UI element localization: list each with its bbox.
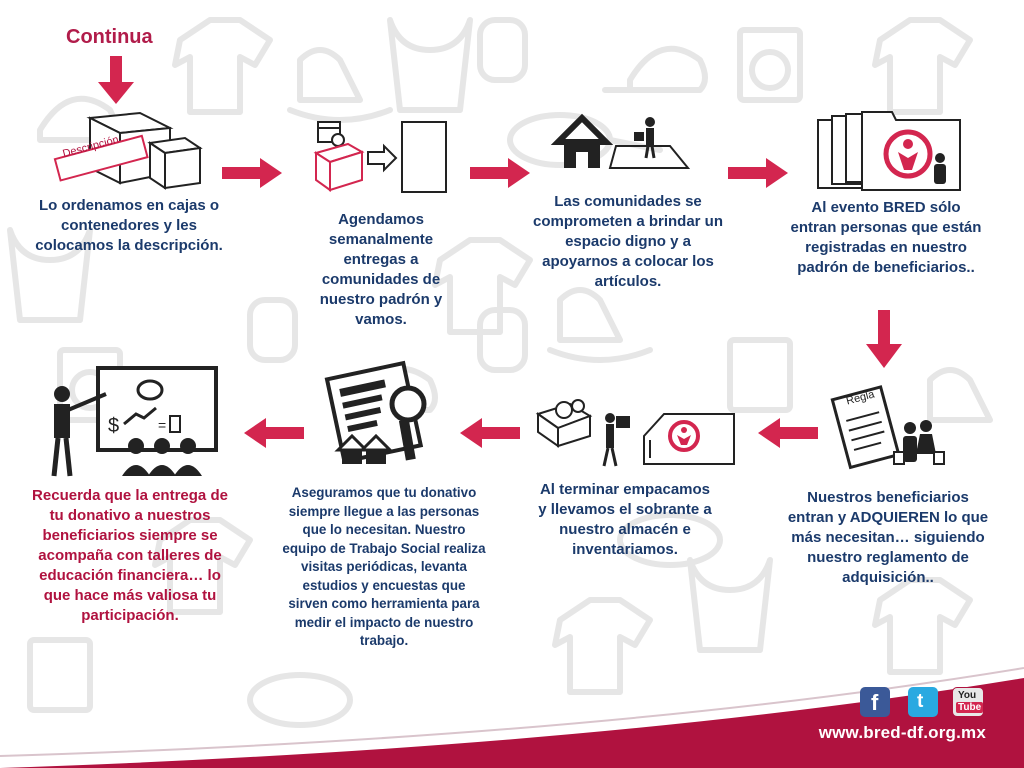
youtube-tube-label: Tube bbox=[956, 702, 984, 713]
down-arrow-icon bbox=[866, 310, 902, 368]
step-3-text: Las comunidades se comprometen a brindar… bbox=[532, 193, 724, 290]
rules-family-icon bbox=[830, 385, 945, 470]
twitter-icon[interactable]: t bbox=[908, 687, 938, 717]
step-5-text: Nuestros beneficiarios entran y ADQUIERE… bbox=[787, 489, 989, 586]
left-arrow-icon bbox=[460, 418, 520, 448]
step-8-text: Recuerda que la entrega de tu donativo a… bbox=[32, 487, 228, 624]
right-arrow-icon bbox=[470, 158, 530, 188]
right-arrow-icon bbox=[222, 158, 282, 188]
page-title: Continua bbox=[66, 26, 153, 48]
step-7-text: Aseguramos que tu donativo siempre llegu… bbox=[282, 485, 486, 648]
financial-workshop-icon: $ = bbox=[51, 366, 218, 477]
left-arrow-icon bbox=[758, 418, 818, 448]
step-2-text: Agendamos semanalmente entregas a comuni… bbox=[319, 211, 443, 328]
step-6-text: Al terminar empacamos y llevamos el sobr… bbox=[538, 481, 712, 558]
social-work-study-icon bbox=[324, 360, 427, 464]
svg-text:$: $ bbox=[108, 415, 119, 437]
right-arrow-icon bbox=[728, 158, 788, 188]
website-link[interactable]: www.bred-df.org.mx bbox=[818, 723, 986, 742]
boxes-icon bbox=[53, 111, 203, 190]
left-arrow-icon bbox=[244, 418, 304, 448]
down-arrow-icon bbox=[98, 56, 134, 104]
community-space-icon bbox=[550, 113, 691, 169]
warehouse-icon bbox=[535, 399, 735, 467]
youtube-you-label: You bbox=[958, 690, 977, 701]
step-1-text: Lo ordenamos en cajas o contenedores y l… bbox=[35, 197, 223, 254]
step-4-text: Al evento BRED sólo entran personas que … bbox=[790, 199, 982, 276]
schedule-delivery-icon bbox=[313, 121, 447, 193]
registry-folder-icon bbox=[817, 111, 961, 191]
youtube-icon[interactable]: You Tube bbox=[952, 687, 984, 717]
facebook-icon[interactable]: f bbox=[860, 687, 890, 717]
svg-text:=: = bbox=[158, 417, 166, 433]
